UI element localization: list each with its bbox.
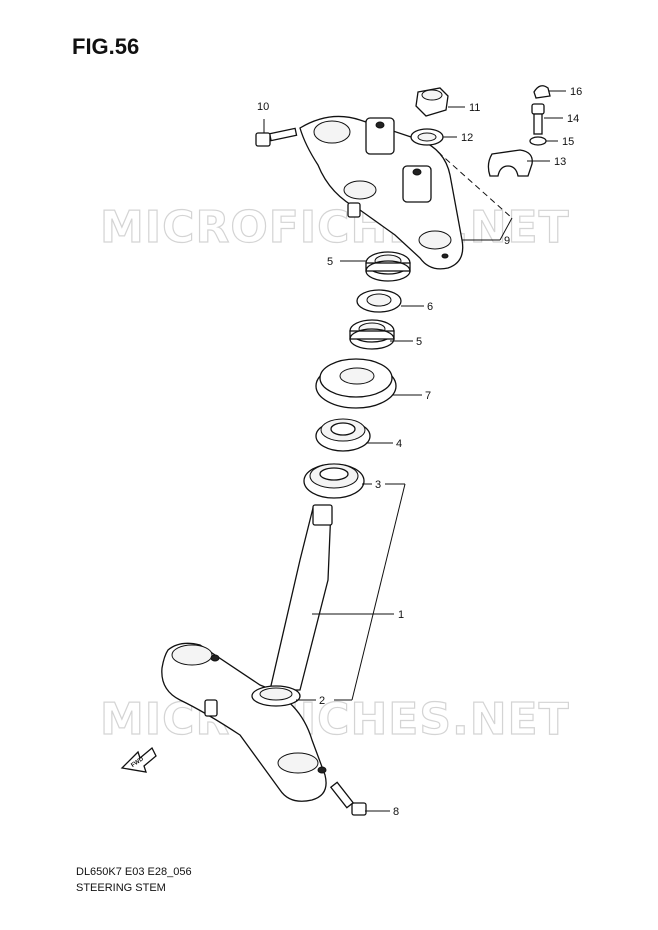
dust-seal-7[interactable] (315, 358, 397, 409)
callout-5-upper: 5 (327, 256, 333, 268)
handlebar-holder-13[interactable] (487, 149, 533, 177)
seal-2[interactable] (251, 685, 301, 707)
bearing-3[interactable] (303, 463, 365, 499)
callout-11: 11 (469, 102, 480, 114)
callout-6: 6 (427, 301, 433, 313)
callout-14: 14 (567, 113, 579, 125)
callout-10: 10 (257, 101, 269, 113)
callout-13: 13 (554, 156, 566, 168)
watermark-bottom: MICROFICHES.NET (100, 694, 570, 745)
callout-1: 1 (398, 609, 404, 621)
callout-5-lower: 5 (416, 336, 422, 348)
cap-nut-11[interactable] (415, 87, 449, 117)
callout-16: 16 (570, 86, 582, 98)
lock-nut-5-lower[interactable] (349, 319, 395, 350)
bearing-4[interactable] (315, 418, 371, 452)
callout-15: 15 (562, 136, 574, 148)
figure-title: FIG.56 (72, 34, 140, 59)
callout-7: 7 (425, 390, 431, 402)
bolt-14[interactable] (531, 103, 545, 135)
steering-stem-1[interactable] (161, 504, 333, 802)
lock-nut-5-upper[interactable] (365, 251, 411, 282)
upper-bracket[interactable] (299, 115, 464, 270)
callout-9: 9 (504, 235, 510, 247)
figure-name: STEERING STEM (76, 882, 166, 894)
leader-lines (263, 90, 566, 812)
washer-6[interactable] (356, 289, 402, 313)
fwd-arrow-icon: FWD (120, 746, 157, 773)
callout-8: 8 (393, 806, 399, 818)
washer-15[interactable] (529, 136, 547, 146)
bolt-8[interactable] (329, 781, 367, 816)
callout-4: 4 (396, 438, 402, 450)
callout-3: 3 (375, 479, 381, 491)
callout-12: 12 (461, 132, 473, 144)
bolt-10[interactable] (255, 127, 298, 147)
callout-2: 2 (319, 695, 325, 707)
washer-12[interactable] (410, 128, 444, 146)
figure-code: DL650K7 E03 E28_056 (76, 866, 192, 878)
watermark-top: MICROFICHES.NET (100, 202, 570, 253)
cap-16[interactable] (533, 85, 551, 99)
